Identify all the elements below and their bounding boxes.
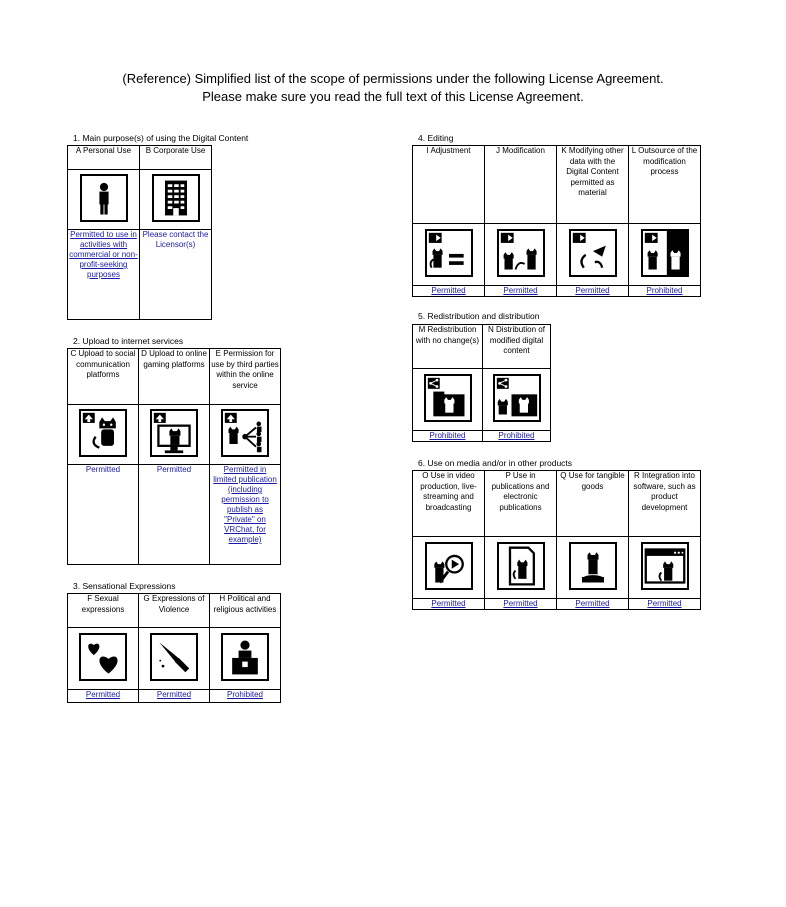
adjust-icon bbox=[424, 229, 473, 277]
cell-figure-icon bbox=[556, 536, 629, 599]
section-5-table: M Redistribution with no change(s) N Dis… bbox=[412, 324, 551, 442]
status-software-integration: Permitted bbox=[628, 598, 701, 610]
section-1-title: 1. Main purpose(s) of using the Digital … bbox=[73, 133, 249, 143]
cell-sexual-icon bbox=[67, 627, 139, 690]
material-icon bbox=[568, 229, 617, 277]
upload-monitor-icon bbox=[150, 409, 198, 457]
building-icon bbox=[151, 174, 200, 222]
status-upload-gaming: Permitted bbox=[138, 464, 210, 565]
knife-icon bbox=[150, 633, 198, 681]
section-4-table: I Adjustment J Modification K Modifying … bbox=[412, 145, 701, 297]
status-outsource: Prohibited bbox=[628, 285, 701, 297]
redistribute-icon bbox=[423, 374, 472, 422]
label-modification: J Modification bbox=[484, 145, 557, 224]
cell-modification-icon bbox=[484, 223, 557, 286]
label-personal-use: A Personal Use bbox=[67, 145, 140, 170]
figure-icon bbox=[568, 542, 617, 590]
cell-outsource-icon bbox=[628, 223, 701, 286]
label-material-use: K Modifying other data with the Digital … bbox=[556, 145, 629, 224]
section-3-title: 3. Sensational Expressions bbox=[73, 581, 176, 591]
status-sexual-expressions: Permitted bbox=[67, 689, 139, 703]
label-third-party-use: E Permission for use by third parties wi… bbox=[209, 348, 281, 405]
label-violence: G Expressions of Violence bbox=[138, 593, 210, 628]
section-2-title: 2. Upload to internet services bbox=[73, 336, 184, 346]
label-corporate-use: B Corporate Use bbox=[139, 145, 212, 170]
section-6-table: O Use in video production, live-streamin… bbox=[412, 470, 701, 610]
software-icon bbox=[640, 542, 689, 590]
cell-violence-icon bbox=[138, 627, 210, 690]
label-upload-social: C Upload to social communication platfor… bbox=[67, 348, 139, 405]
page-subtitle: Please make sure you read the full text … bbox=[202, 89, 584, 104]
status-material-use: Permitted bbox=[556, 285, 629, 297]
cell-publication-icon bbox=[484, 536, 557, 599]
label-redistribution: M Redistribution with no change(s) bbox=[412, 324, 483, 369]
status-violence: Permitted bbox=[138, 689, 210, 703]
cell-upload-social-icon bbox=[67, 404, 139, 465]
cell-material-icon bbox=[556, 223, 629, 286]
hearts-icon bbox=[79, 633, 127, 681]
cell-software-icon bbox=[628, 536, 701, 599]
label-political-religious: H Political and religious activities bbox=[209, 593, 281, 628]
label-distribution-modified: N Distribution of modified digital conte… bbox=[482, 324, 551, 369]
label-outsource: L Outsource of the modification process bbox=[628, 145, 701, 224]
person-icon bbox=[79, 174, 128, 222]
label-video-use: O Use in video production, live-streamin… bbox=[412, 470, 485, 537]
upload-phone-icon bbox=[79, 409, 127, 457]
status-corporate-use: Please contact the Licensor(s) bbox=[139, 229, 212, 320]
section-4-title: 4. Editing bbox=[418, 133, 454, 143]
cell-adjustment-icon bbox=[412, 223, 485, 286]
podium-icon bbox=[221, 633, 269, 681]
cell-political-icon bbox=[209, 627, 281, 690]
section-6-title: 6. Use on media and/or in other products bbox=[418, 458, 573, 468]
label-software-integration: R Integration into software, such as pro… bbox=[628, 470, 701, 537]
status-third-party-use: Permitted in limited publication (includ… bbox=[209, 464, 281, 565]
label-publication-use: P Use in publications and electronic pub… bbox=[484, 470, 557, 537]
section-3-table: F Sexual expressions G Expressions of Vi… bbox=[67, 593, 281, 703]
status-upload-social: Permitted bbox=[67, 464, 139, 565]
status-adjustment: Permitted bbox=[412, 285, 485, 297]
share-users-icon bbox=[221, 409, 269, 457]
status-personal-use: Permitted to use in activities with comm… bbox=[67, 229, 140, 320]
status-modification: Permitted bbox=[484, 285, 557, 297]
status-publication-use: Permitted bbox=[484, 598, 557, 610]
section-5-title: 5. Redistribution and distribution bbox=[418, 311, 540, 321]
video-icon bbox=[424, 542, 473, 590]
section-2-table: C Upload to social communication platfor… bbox=[67, 348, 281, 565]
page-title: (Reference) Simplified list of the scope… bbox=[122, 71, 664, 86]
label-upload-gaming: D Upload to online gaming platforms bbox=[138, 348, 210, 405]
distribute-modified-icon bbox=[492, 374, 541, 422]
cell-corporate-use-icon bbox=[139, 169, 212, 230]
section-1-table: A Personal Use B Corporate Use Permitted… bbox=[67, 145, 212, 320]
cell-upload-gaming-icon bbox=[138, 404, 210, 465]
label-sexual-expressions: F Sexual expressions bbox=[67, 593, 139, 628]
cell-video-icon bbox=[412, 536, 485, 599]
status-tangible-goods: Permitted bbox=[556, 598, 629, 610]
modify-icon bbox=[496, 229, 545, 277]
cell-third-party-icon bbox=[209, 404, 281, 465]
outsource-icon bbox=[640, 229, 689, 277]
cell-personal-use-icon bbox=[67, 169, 140, 230]
label-adjustment: I Adjustment bbox=[412, 145, 485, 224]
publication-icon bbox=[496, 542, 545, 590]
status-redistribution: Prohibited bbox=[412, 430, 483, 442]
label-tangible-goods: Q Use for tangible goods bbox=[556, 470, 629, 537]
status-distribution-modified: Prohibited bbox=[482, 430, 551, 442]
cell-distribution-modified-icon bbox=[482, 368, 551, 431]
status-video-use: Permitted bbox=[412, 598, 485, 610]
status-political-religious: Prohibited bbox=[209, 689, 281, 703]
cell-redistribution-icon bbox=[412, 368, 483, 431]
